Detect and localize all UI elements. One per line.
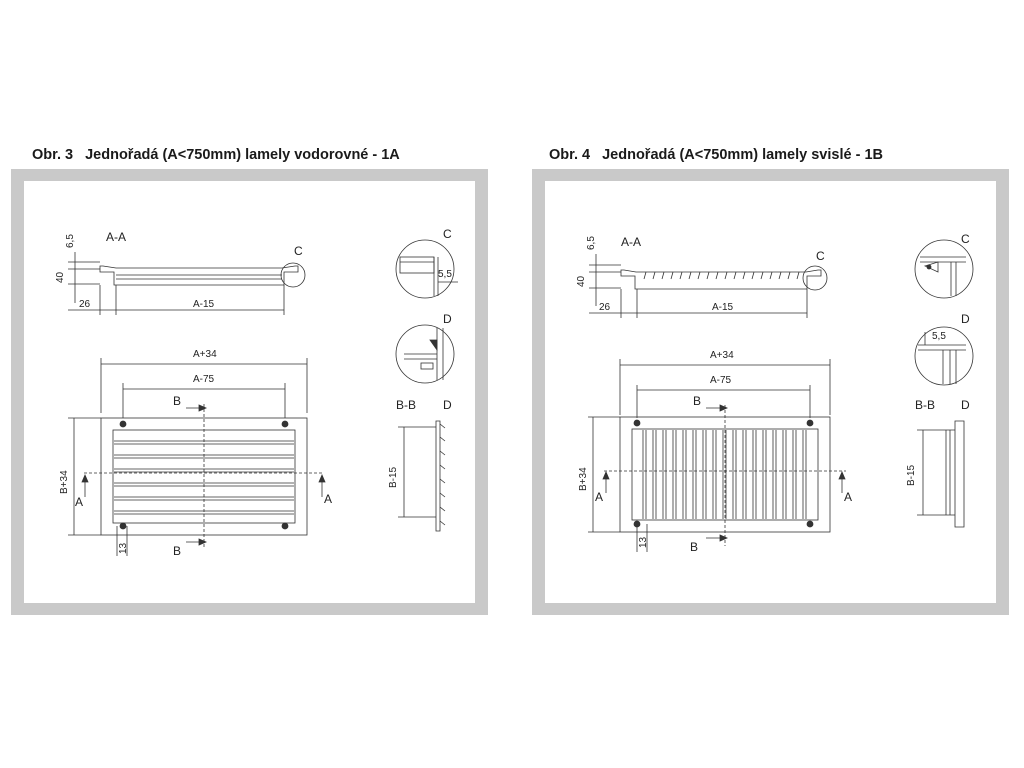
dim-6-5: 6,5 <box>65 234 76 248</box>
section-marker-b-top: B <box>173 394 181 408</box>
section-bb-label: B-B <box>915 398 935 412</box>
figure-3-panel: A-A 6,5 40 26 A-15 C <box>11 169 488 615</box>
figure-4-title: Obr. 4 Jednořadá (A<750mm) lamely svislé … <box>549 147 883 163</box>
dim-6-5: 6,5 <box>586 236 597 250</box>
section-marker-b-bottom: B <box>690 540 698 554</box>
dim-26: 26 <box>79 299 91 310</box>
detail-c-view <box>914 239 974 299</box>
dim-40: 40 <box>576 275 587 287</box>
section-marker-b-bottom: B <box>173 544 181 558</box>
figure-3-number: Obr. 3 <box>32 147 74 163</box>
figure-3-caption: Jednořadá (A<750mm) lamely vodorovné - 1… <box>85 147 400 163</box>
figure-3-drawing: A-A 6,5 40 26 A-15 C <box>55 227 458 558</box>
detail-d-label: D <box>961 312 970 326</box>
figure-4-number: Obr. 4 <box>549 147 591 163</box>
front-view <box>588 359 846 552</box>
section-aa-label: A-A <box>106 230 126 244</box>
dim-a-75: A-75 <box>193 374 215 385</box>
detail-c-label: C <box>443 227 452 241</box>
dim-13: 13 <box>638 536 649 548</box>
dim-5-5: 5,5 <box>932 331 946 342</box>
section-aa-profile <box>68 252 306 315</box>
dim-b-15: B-15 <box>388 466 399 488</box>
section-marker-b-top: B <box>693 394 701 408</box>
detail-c-view <box>395 239 458 299</box>
dim-5-5: 5,5 <box>438 269 452 280</box>
dim-a-15: A-15 <box>193 299 215 310</box>
section-bb-label: B-B <box>396 398 416 412</box>
section-marker-a-right: A <box>844 490 852 504</box>
section-marker-a-left: A <box>595 490 603 504</box>
front-view <box>68 358 326 556</box>
figure-4-drawing: A-A <box>576 232 974 554</box>
dim-40: 40 <box>55 271 66 283</box>
figure-4-panel: A-A <box>532 169 1009 615</box>
detail-d-view <box>914 326 974 386</box>
section-bb-profile <box>917 420 965 528</box>
figure-3-title: Obr. 3 Jednořadá (A<750mm) lamely vodorov… <box>32 147 400 163</box>
dim-a-34: A+34 <box>193 349 217 360</box>
detail-c-label: C <box>961 232 970 246</box>
section-aa-label: A-A <box>621 235 641 249</box>
detail-d-label: D <box>443 312 452 326</box>
section-bb-detail-d: D <box>961 398 970 412</box>
dim-b-34: B+34 <box>59 470 70 494</box>
dim-26: 26 <box>599 302 611 313</box>
dim-b-15: B-15 <box>906 464 917 486</box>
dim-a-75: A-75 <box>710 375 732 386</box>
detail-c-callout: C <box>294 244 303 258</box>
dim-13: 13 <box>118 542 129 554</box>
detail-d-view <box>395 324 455 384</box>
dim-a-15: A-15 <box>712 302 734 313</box>
figure-3-drawing-area <box>24 181 475 603</box>
section-marker-a-right: A <box>324 492 332 506</box>
section-marker-a-left: A <box>75 495 83 509</box>
section-bb-detail-d: D <box>443 398 452 412</box>
figure-4-caption: Jednořadá (A<750mm) lamely svislé - 1B <box>602 147 883 163</box>
detail-c-callout: C <box>816 249 825 263</box>
dim-b-34: B+34 <box>578 467 589 491</box>
louver-ticks <box>643 271 800 280</box>
louvers <box>642 430 807 519</box>
dim-a-34: A+34 <box>710 350 734 361</box>
section-bb-profile <box>398 420 446 532</box>
section-aa-profile <box>589 254 828 318</box>
